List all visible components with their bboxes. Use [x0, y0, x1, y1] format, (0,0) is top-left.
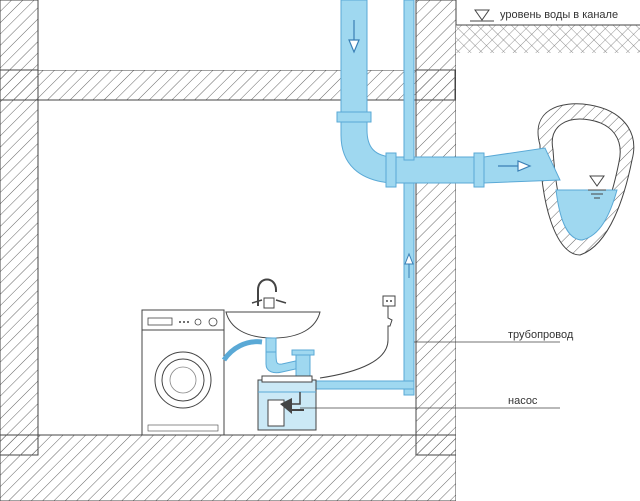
ceiling-slab: [0, 69, 456, 101]
down-arrow-icon: [348, 20, 360, 54]
sink-drain-trap: [265, 337, 315, 377]
pressure-pipeline: [313, 0, 415, 396]
faucet: [257, 278, 277, 306]
channel-water-level-icon: [588, 175, 606, 199]
up-arrow-icon: [404, 252, 414, 278]
water-level-triangle-icon: [470, 9, 494, 22]
power-cable: [319, 306, 393, 379]
washer-drain-hose: [221, 339, 263, 362]
ground-outside: [456, 25, 640, 501]
washing-machine: [141, 309, 225, 436]
ground-surface-hatch: [456, 25, 640, 53]
pump-tank: [257, 375, 317, 431]
right-wall: [415, 0, 457, 456]
power-socket-icon: [382, 295, 396, 307]
channel-water: [555, 189, 618, 241]
sink: [225, 278, 321, 339]
pipeline-label: трубопровод: [508, 329, 574, 341]
right-arrow-icon: [498, 160, 532, 172]
left-wall: [0, 0, 39, 456]
floor-slab: [0, 434, 457, 501]
water-level-label: уровень воды в канале: [500, 9, 618, 21]
sewer-riser-pipe: [336, 0, 391, 184]
pump-label: насос: [508, 395, 538, 407]
sewer-channel: [537, 103, 635, 256]
